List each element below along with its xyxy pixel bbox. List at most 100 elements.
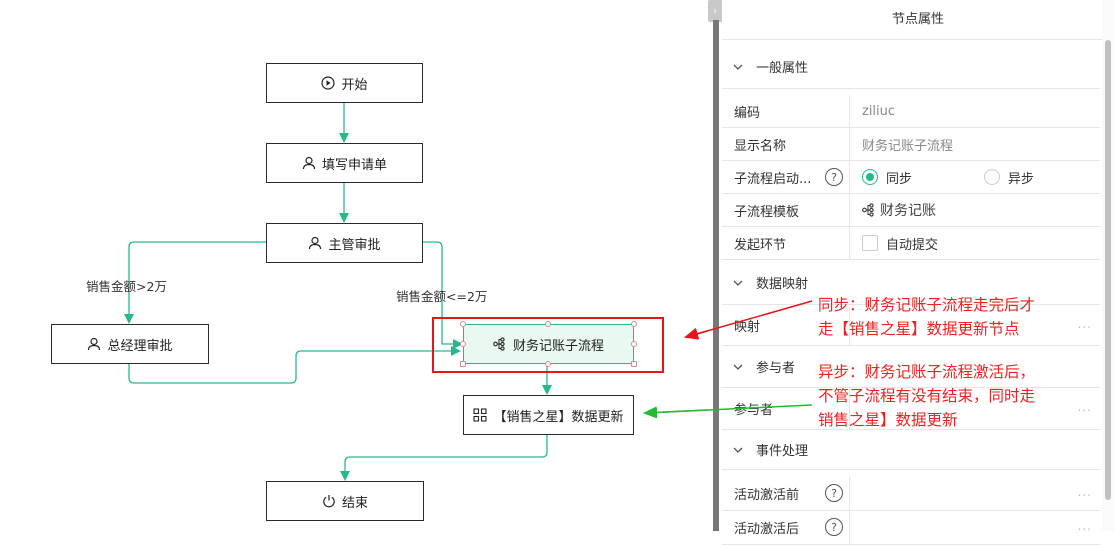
edge-gm-to-finance bbox=[128, 346, 461, 384]
edge-manager-to-finance bbox=[423, 241, 463, 349]
resize-handle-w[interactable] bbox=[460, 341, 466, 347]
start-node[interactable]: 开始 bbox=[266, 63, 423, 103]
grid-icon bbox=[473, 408, 488, 422]
end-node-label: 结束 bbox=[341, 495, 368, 511]
chevron-down-icon bbox=[733, 64, 743, 70]
subflow-icon bbox=[493, 337, 505, 351]
section-general[interactable]: 一般属性 bbox=[722, 45, 1100, 89]
resize-handle-e[interactable] bbox=[631, 341, 637, 347]
section-participants-label: 参与者 bbox=[756, 361, 796, 376]
radio-sync[interactable]: 同步 bbox=[862, 168, 984, 187]
participant-value[interactable]: ... bbox=[850, 388, 1100, 429]
splitter-bar[interactable] bbox=[713, 20, 719, 531]
section-data-mapping[interactable]: 数据映射 bbox=[722, 261, 1100, 305]
more-icon[interactable]: ... bbox=[1077, 485, 1092, 499]
async-annotation-arrow bbox=[643, 406, 708, 419]
gm-approval-node-label: 总经理审批 bbox=[107, 338, 173, 354]
after-activate-value[interactable]: ... bbox=[850, 511, 1100, 544]
power-icon bbox=[323, 495, 335, 508]
fill-form-node-label: 填写申请单 bbox=[321, 157, 387, 173]
sync-annotation-line-2: 走【销售之星】数据更新节点 bbox=[818, 320, 1020, 338]
chevron-down-icon bbox=[733, 280, 743, 286]
resize-handle-nw[interactable] bbox=[460, 321, 466, 327]
annotation-highlight-box bbox=[432, 317, 664, 373]
before-activate-value[interactable]: ... bbox=[850, 477, 1100, 510]
radio-sync-label: 同步 bbox=[886, 171, 913, 187]
resize-handle-se[interactable] bbox=[631, 361, 637, 367]
radio-async-label: 异步 bbox=[1008, 171, 1035, 187]
radio-async-indicator bbox=[984, 169, 1000, 185]
panel-splitter[interactable]: › bbox=[708, 0, 722, 531]
sales-star-node[interactable]: 【销售之星】数据更新 bbox=[463, 395, 634, 435]
async-annotation-line-2: 不管子流程有没有结束，同时走 bbox=[818, 387, 1036, 405]
panel-scrollbar[interactable] bbox=[1102, 0, 1114, 531]
node-properties-panel: 节点属性 一般属性 编码 ziliuc 显示名称 财务记账子流程 子流程启动..… bbox=[722, 0, 1114, 545]
chevron-right-icon: › bbox=[713, 5, 717, 17]
edge-salesstar-to-end bbox=[340, 435, 548, 481]
template-value: 财务记账 bbox=[880, 203, 936, 219]
sync-annotation-arrow bbox=[684, 327, 708, 340]
code-value[interactable]: ziliuc bbox=[862, 103, 896, 119]
row-start-mode: 子流程启动... ? 同步 异步 bbox=[722, 161, 1100, 194]
code-label: 编码 bbox=[722, 95, 850, 127]
help-icon[interactable]: ? bbox=[825, 168, 843, 186]
after-activate-label: 活动激活后 bbox=[734, 522, 800, 537]
template-label: 子流程模板 bbox=[722, 194, 850, 226]
resize-handle-n[interactable] bbox=[545, 321, 551, 327]
section-events-label: 事件处理 bbox=[756, 444, 809, 459]
sync-annotation: 同步：财务记账子流程走完后才 走【销售之星】数据更新节点 bbox=[818, 293, 1035, 341]
origin-label: 发起环节 bbox=[722, 227, 850, 259]
chevron-down-icon bbox=[733, 364, 743, 370]
auto-submit-option[interactable]: 自动提交 bbox=[850, 227, 1100, 259]
finance-subflow-node-label: 财务记账子流程 bbox=[512, 338, 604, 354]
end-node[interactable]: 结束 bbox=[266, 481, 424, 521]
gm-approval-node[interactable]: 总经理审批 bbox=[51, 324, 209, 364]
row-after-activate: 活动激活后 ? ... bbox=[722, 511, 1100, 545]
async-annotation: 异步：财务记账子流程激活后， 不管子流程有没有结束，同时走 销售之星】数据更新 bbox=[818, 360, 1035, 432]
auto-submit-label: 自动提交 bbox=[886, 237, 939, 253]
fill-form-node[interactable]: 填写申请单 bbox=[266, 143, 423, 183]
section-general-label: 一般属性 bbox=[756, 61, 809, 76]
async-annotation-line-3: 销售之星】数据更新 bbox=[818, 411, 958, 429]
section-data-mapping-label: 数据映射 bbox=[756, 277, 809, 292]
radio-sync-indicator bbox=[862, 169, 878, 185]
subflow-icon bbox=[862, 203, 874, 217]
user-icon bbox=[88, 337, 101, 351]
edge-label-le-2w[interactable]: 销售金额<=2万 bbox=[396, 289, 488, 304]
user-icon bbox=[302, 156, 316, 170]
start-node-label: 开始 bbox=[341, 77, 368, 93]
resize-handle-ne[interactable] bbox=[631, 321, 637, 327]
auto-submit-checkbox[interactable] bbox=[862, 235, 878, 251]
scrollbar-thumb[interactable] bbox=[1105, 40, 1111, 500]
section-participants[interactable]: 参与者 bbox=[722, 346, 1100, 388]
after-activate-label-cell: 活动激活后 ? bbox=[722, 511, 850, 544]
collapse-panel-toggle[interactable]: › bbox=[708, 0, 722, 22]
help-icon[interactable]: ? bbox=[825, 484, 843, 502]
template-value-cell[interactable]: 财务记账 bbox=[850, 194, 1100, 226]
flow-connections bbox=[124, 103, 708, 481]
row-code: 编码 ziliuc bbox=[722, 95, 1100, 128]
async-annotation-line-1: 异步：财务记账子流程激活后， bbox=[818, 363, 1036, 381]
resize-handle-s[interactable] bbox=[545, 361, 551, 367]
play-circle-icon bbox=[321, 76, 336, 90]
display-name-value[interactable]: 财务记账子流程 bbox=[862, 138, 954, 154]
edge-label-gt-2w[interactable]: 销售金额>2万 bbox=[86, 279, 167, 294]
chevron-down-icon bbox=[733, 447, 743, 453]
help-icon[interactable]: ? bbox=[825, 518, 843, 536]
mapping-value[interactable]: ... bbox=[850, 306, 1100, 345]
more-icon[interactable]: ... bbox=[1077, 519, 1092, 533]
radio-async[interactable]: 异步 bbox=[984, 168, 1034, 187]
section-events[interactable]: 事件处理 bbox=[722, 430, 1100, 470]
user-icon bbox=[309, 236, 322, 250]
start-mode-label: 子流程启动... bbox=[734, 171, 812, 187]
row-origin: 发起环节 自动提交 bbox=[722, 227, 1100, 260]
flow-canvas[interactable]: 开始 填写申请单 主管审批 总经理审批 财务记账子流程 bbox=[0, 0, 708, 531]
row-template: 子流程模板 财务记账 bbox=[722, 194, 1100, 227]
more-icon[interactable]: ... bbox=[1077, 317, 1092, 331]
resize-handle-sw[interactable] bbox=[460, 361, 466, 367]
more-icon[interactable]: ... bbox=[1077, 400, 1092, 414]
manager-approval-node[interactable]: 主管审批 bbox=[266, 223, 423, 263]
start-mode-options: 同步 异步 bbox=[850, 161, 1100, 193]
start-mode-label-cell: 子流程启动... ? bbox=[722, 161, 850, 193]
before-activate-label: 活动激活前 bbox=[734, 488, 800, 503]
